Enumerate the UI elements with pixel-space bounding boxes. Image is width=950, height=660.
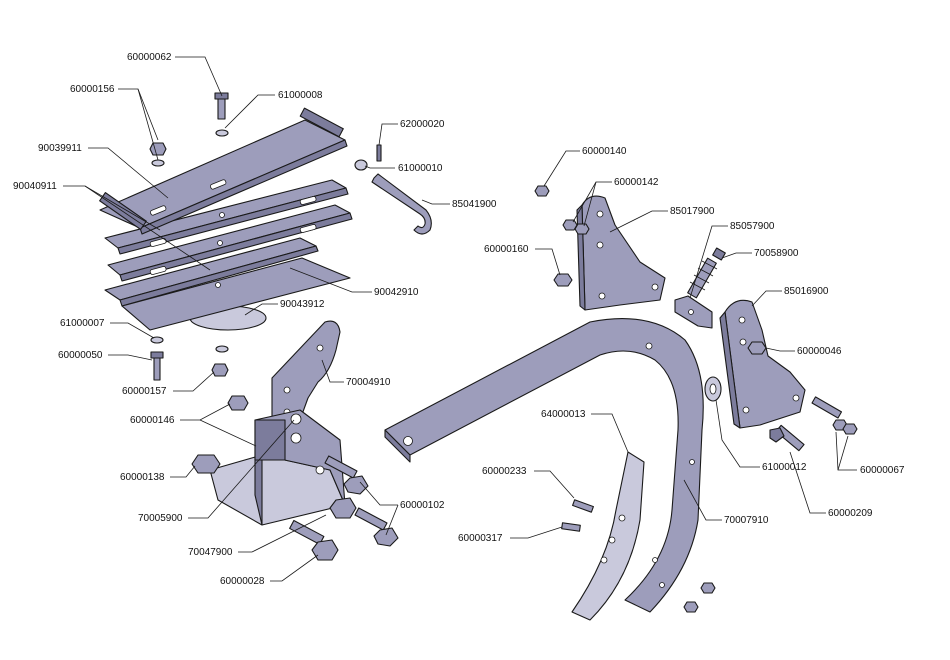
label-60000140: 60000140 — [582, 146, 627, 157]
nut-60000067-b — [842, 423, 858, 435]
mount-bracket-assembly — [191, 320, 399, 561]
washer-lower — [215, 345, 229, 353]
nut-60000102 — [329, 497, 357, 519]
label-61000007: 61000007 — [60, 318, 105, 329]
label-61000012: 61000012 — [762, 462, 807, 473]
label-60000317: 60000317 — [458, 533, 503, 544]
plate-85017900 — [581, 195, 666, 311]
bolt-60000062 — [217, 96, 226, 120]
label-90042910: 90042910 — [374, 287, 419, 298]
nut-60000138 — [191, 454, 221, 474]
plate-85016900 — [724, 299, 806, 429]
leaf-plate-lower-tail — [121, 257, 351, 331]
spring-70058900 — [687, 247, 726, 299]
label-85041900: 85041900 — [452, 199, 497, 210]
bolt-60000317 — [561, 522, 581, 532]
label-64000013: 64000013 — [541, 409, 586, 420]
nut-bottom-b — [683, 601, 699, 613]
label-60000046: 60000046 — [797, 346, 842, 357]
bolt-60000067 — [811, 396, 843, 419]
label-70007910: 70007910 — [724, 515, 769, 526]
label-90039911: 90039911 — [38, 143, 82, 154]
label-70058900: 70058900 — [754, 248, 799, 259]
nut-60000160 — [553, 273, 573, 287]
label-85057900: 85057900 — [730, 221, 775, 232]
leaf-spring-assembly — [99, 92, 432, 381]
label-60000209: 60000209 — [828, 508, 873, 519]
shank-70007910 — [384, 318, 704, 613]
point-64000013 — [571, 451, 645, 621]
arm-plate-70004910 — [271, 320, 341, 426]
washer-61000008 — [215, 129, 229, 137]
label-60000142: 60000142 — [614, 177, 659, 188]
bolt-head-60000028 — [311, 539, 339, 561]
label-60000156: 60000156 — [70, 84, 115, 95]
label-70004910: 70004910 — [346, 377, 391, 388]
label-70005900: 70005900 — [138, 513, 183, 524]
label-62000020: 62000020 — [400, 119, 445, 130]
label-60000067: 60000067 — [860, 465, 905, 476]
label-90043912: 90043912 — [280, 299, 325, 310]
pin-62000020 — [376, 144, 382, 162]
label-60000138: 60000138 — [120, 472, 165, 483]
bolt-60000050 — [153, 357, 161, 381]
label-85017900: 85017900 — [670, 206, 715, 217]
nut-bottom-a — [700, 582, 716, 594]
washer-60000156-b — [151, 159, 165, 167]
leader-lines — [63, 56, 857, 582]
label-60000102: 60000102 — [400, 500, 445, 511]
label-60000028: 60000028 — [220, 576, 265, 587]
nut-60000157 — [211, 363, 229, 377]
label-85016900: 85016900 — [784, 286, 829, 297]
hinge-right — [299, 107, 344, 138]
bolt-60000102-b — [354, 507, 388, 531]
label-60000050: 60000050 — [58, 350, 103, 361]
label-60000157: 60000157 — [122, 386, 167, 397]
hook-bolt-85041900 — [371, 173, 432, 235]
nut-60000046 — [747, 341, 767, 355]
label-61000010: 61000010 — [398, 163, 443, 174]
label-60000233: 60000233 — [482, 466, 527, 477]
bolt-60000102-a — [324, 455, 358, 479]
label-61000008: 61000008 — [278, 90, 323, 101]
washer-61000007 — [150, 336, 164, 344]
nut-60000140 — [534, 185, 550, 197]
nut-60000156-a — [149, 142, 167, 156]
washer-61000010 — [354, 159, 368, 171]
bolt-70047900 — [289, 519, 325, 545]
label-70047900: 70047900 — [188, 547, 233, 558]
label-90040911: 90040911 — [13, 181, 57, 192]
mount-plates — [534, 185, 858, 452]
nut-60000142-b — [574, 223, 590, 235]
label-60000160: 60000160 — [484, 244, 529, 255]
shank-assembly — [384, 318, 722, 621]
nut-60000146 — [227, 395, 249, 411]
part-labels: 60000062 61000008 60000156 90039911 6200… — [13, 52, 905, 587]
label-60000146: 60000146 — [130, 415, 175, 426]
bolt-60000233 — [572, 499, 594, 513]
label-60000062: 60000062 — [127, 52, 172, 63]
